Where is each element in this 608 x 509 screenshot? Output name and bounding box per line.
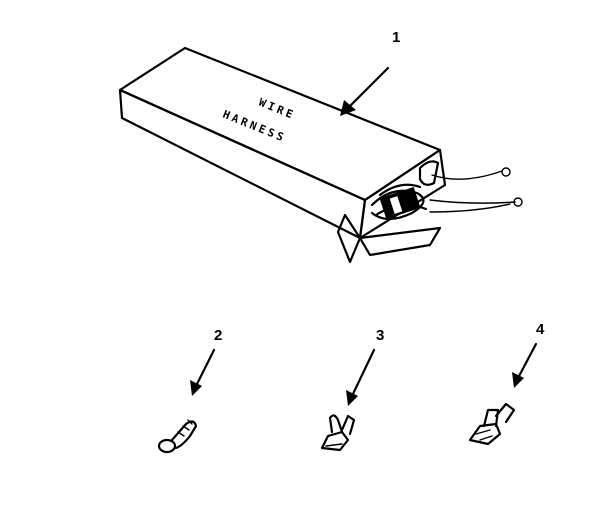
callout-3: 3	[376, 327, 384, 344]
arrow-icon	[346, 348, 376, 406]
terminal-3-icon	[320, 414, 356, 452]
arrow-icon	[190, 348, 216, 396]
callout-1: 1	[392, 29, 400, 46]
terminal-2-icon	[157, 419, 198, 454]
callout-4: 4	[536, 321, 545, 338]
terminal-4-icon	[468, 402, 516, 446]
arrow-icon	[512, 342, 538, 388]
callout-2: 2	[214, 327, 222, 344]
wire-harness-box-icon: WIRE HARNESS	[118, 46, 523, 264]
arrow-icon	[340, 66, 390, 116]
box-label-line1: WIRE	[257, 96, 298, 122]
